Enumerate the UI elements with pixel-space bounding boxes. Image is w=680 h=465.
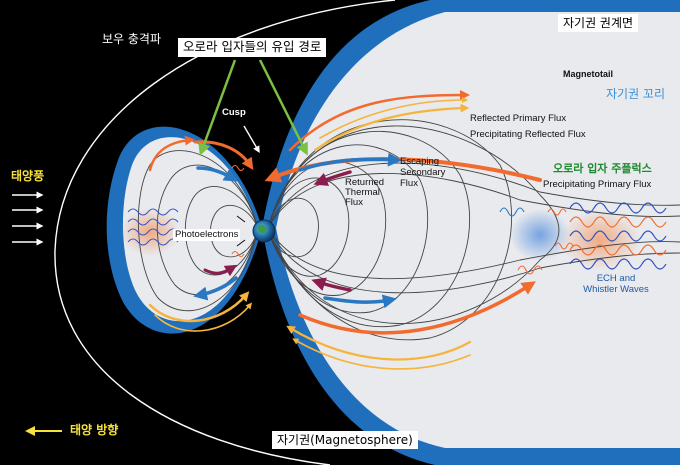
- magnetotail-ko-label: 자기권 꼬리: [606, 87, 666, 101]
- photoelectrons-label: Photoelectrons: [173, 229, 241, 241]
- precipitating-reflected-arrow: [313, 103, 470, 152]
- returned-thermal-arrow: [313, 170, 352, 186]
- solar-wind-arrows: [12, 191, 44, 246]
- returned-thermal-label: Returned Thermal Flux: [345, 177, 385, 208]
- tail-waves: [569, 202, 667, 270]
- lower-orange-arrow: [298, 281, 536, 335]
- gyration-spirals: [231, 164, 574, 275]
- inflow-arrow-left: [198, 59, 237, 156]
- bow-shock-label: 보우 충격파: [102, 32, 162, 46]
- photoelectron-arrows: [236, 215, 246, 247]
- lower-purple-arrow: [311, 277, 352, 292]
- escaping-secondary-arrow: [298, 152, 402, 172]
- aurora-main-flux-label: 오로라 입자 주플럭스: [553, 162, 652, 175]
- lower-yellow-arrow-2: [292, 338, 471, 370]
- magnetotail-label: Magnetotail: [563, 69, 614, 79]
- solar-wind-label: 태양풍: [11, 169, 45, 183]
- reflected-primary-arrow: [288, 90, 470, 152]
- precipitating-primary-label: Precipitating Primary Flux: [543, 179, 652, 190]
- ech-whistler-label: ECH and Whistler Waves: [583, 273, 649, 295]
- lower-blue-arrow: [323, 294, 397, 309]
- dayside-flux-arrows: [148, 135, 254, 332]
- escaping-secondary-label: Escaping Secondary Flux: [400, 156, 446, 189]
- lower-yellow-arrow-1: [286, 325, 472, 361]
- magnetosphere-label: 자기권(Magnetosphere): [272, 431, 418, 449]
- reflected-primary-label: Reflected Primary Flux: [470, 113, 567, 124]
- dayside-waves: [127, 208, 179, 246]
- inflow-route-label: 오로라 입자들의 유입 경로: [178, 38, 327, 57]
- tail-flux-arrows: [264, 90, 542, 370]
- precipitating-reflected-arrow-2: [319, 96, 469, 139]
- cusp-arrow: [243, 125, 260, 154]
- magnetopause-label: 자기권 권계면: [558, 14, 639, 32]
- cusp-label: Cusp: [222, 107, 246, 118]
- precipitating-reflected-label: Precipitating Reflected Flux: [470, 129, 586, 140]
- sun-direction-label: 태양 방향: [70, 423, 119, 437]
- inflow-arrow-right: [258, 59, 308, 156]
